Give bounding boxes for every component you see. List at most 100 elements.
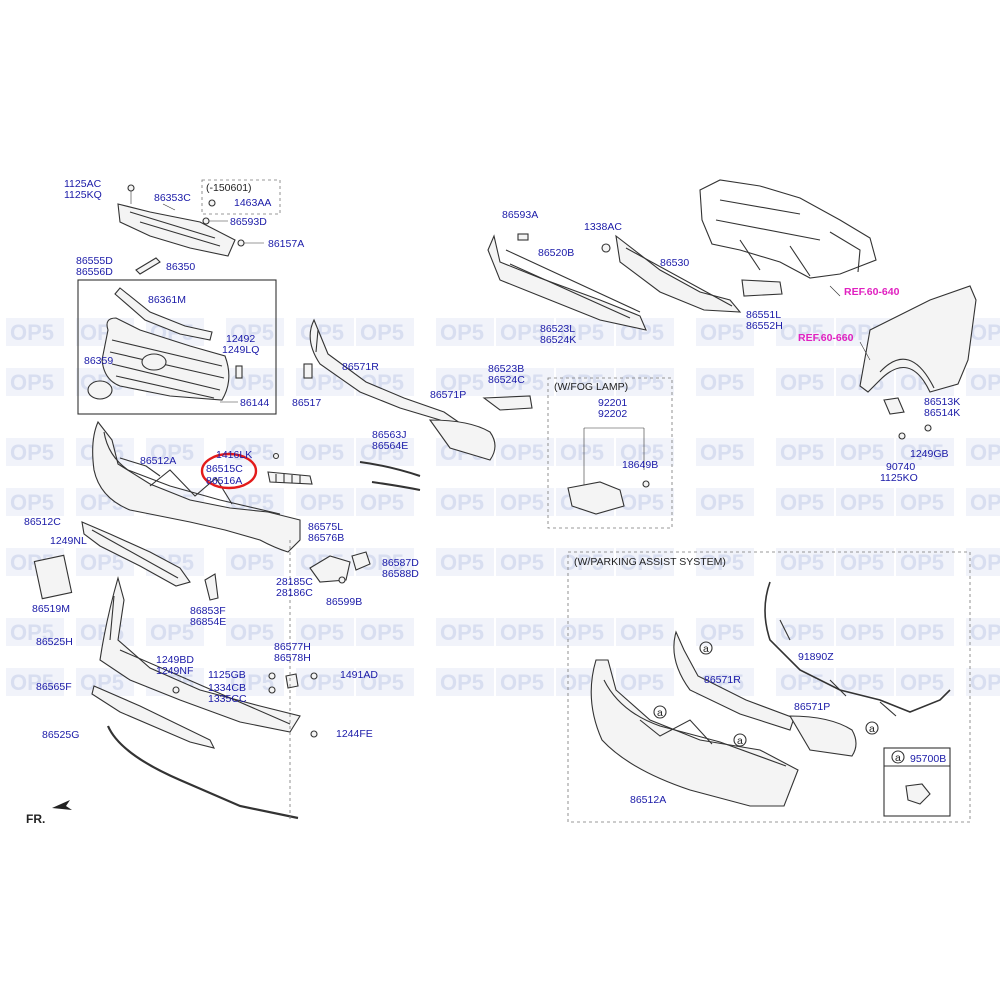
watermark-text: OP5 [970, 490, 1000, 515]
callout-a-2 [653, 705, 667, 719]
watermark-tile [836, 438, 894, 466]
watermark-tile [616, 488, 674, 516]
watermark-text: OP5 [440, 370, 484, 395]
watermark-tile [356, 318, 414, 346]
label-86854E: 86854E [190, 616, 226, 628]
label-86577H: 86577H [274, 641, 311, 653]
watermark-text: OP5 [500, 320, 544, 345]
watermark-text: OP5 [780, 440, 824, 465]
watermark-text: OP5 [10, 440, 54, 465]
bumper-86512A-pas [590, 659, 799, 807]
watermark-text: OP5 [500, 620, 544, 645]
part-labels: 1125AC 1125KQ 86353C (-150601) 1463AA 86… [24, 178, 960, 826]
parking-assist-box [567, 551, 971, 823]
watermark-tile [896, 618, 954, 646]
watermark-text: OP5 [560, 370, 604, 395]
watermark-text: OP5 [300, 670, 344, 695]
watermark-tile [226, 618, 284, 646]
label-86571P: 86571P [430, 389, 466, 401]
label-86524K: 86524K [540, 334, 576, 346]
callout-a-3 [733, 733, 747, 747]
label-86599B: 86599B [326, 596, 362, 608]
label-86512A-pas: 86512A [630, 794, 666, 806]
watermark-tile [966, 488, 1000, 516]
label-86157A: 86157A [268, 238, 304, 250]
bracket-86551L [741, 279, 783, 297]
watermark-tile [356, 618, 414, 646]
label-86525G: 86525G [42, 729, 79, 741]
callout-a-1 [699, 641, 713, 655]
watermark-text: OP5 [620, 370, 664, 395]
label-86552H: 86552H [746, 320, 783, 332]
watermark-text: OP5 [700, 370, 744, 395]
watermark-tile [356, 438, 414, 466]
watermark-text: OP5 [900, 490, 944, 515]
watermark-text: OP5 [10, 490, 54, 515]
molding-86571P [428, 419, 496, 461]
watermark-tile [776, 548, 834, 576]
watermark-tile [616, 668, 674, 696]
emblem-on-grille [141, 353, 167, 371]
label-86564E: 86564E [372, 440, 408, 452]
label-86512A: 86512A [140, 455, 176, 467]
watermark-tile [496, 318, 554, 346]
watermark-text: OP5 [560, 320, 604, 345]
label-90740: 90740 [886, 461, 915, 473]
watermark-text: OP5 [500, 490, 544, 515]
bolt-1125AC [127, 184, 135, 192]
watermark-tile [296, 618, 354, 646]
label-callout-a-1: a [703, 643, 709, 655]
watermark-tile [776, 438, 834, 466]
watermark-tile [6, 668, 64, 696]
label-callout-a-3: a [737, 735, 743, 747]
watermark-tile [696, 438, 754, 466]
label-front: FR. [26, 812, 45, 826]
label-1335CC: 1335CC [208, 693, 247, 705]
label-86571R-pas: 86571R [704, 674, 741, 686]
parking-sensor-icon [905, 783, 931, 805]
watermark-text: OP5 [970, 670, 1000, 695]
label-1125KQ: 1125KQ [64, 189, 102, 201]
label-86514K: 86514K [924, 407, 960, 419]
label-150601: (-150601) [206, 182, 252, 194]
watermark-tile [356, 668, 414, 696]
label-86513K: 86513K [924, 396, 960, 408]
watermark-tile [966, 438, 1000, 466]
watermark-text: OP5 [300, 440, 344, 465]
fog-lamp-box [547, 377, 673, 529]
label-fog-lamp: (W/FOG LAMP) [554, 381, 628, 393]
watermark-tile [896, 488, 954, 516]
watermark-text: OP5 [900, 440, 944, 465]
watermark-tile [6, 368, 64, 396]
watermark-text: OP5 [300, 620, 344, 645]
watermark-tile [226, 318, 284, 346]
watermark-tile [696, 488, 754, 516]
watermark-tile [496, 668, 554, 696]
watermark-text: OP5 [560, 440, 604, 465]
label-86525H: 86525H [36, 636, 73, 648]
label-1491AD: 1491AD [340, 669, 378, 681]
emblem-86359 [87, 380, 113, 400]
watermark-text: OP5 [780, 550, 824, 575]
label-86144: 86144 [240, 397, 269, 409]
watermark-tile [296, 318, 354, 346]
watermark-text: OP5 [440, 320, 484, 345]
watermark-tile [556, 548, 614, 576]
cover-86575L [309, 555, 351, 583]
watermark-text: OP5 [150, 620, 194, 645]
bracket-86555D [135, 257, 161, 275]
lip-86525G [106, 725, 299, 820]
watermark-tile [896, 548, 954, 576]
watermark-text: OP5 [10, 370, 54, 395]
label-ref-60-660: REF.60-660 [798, 332, 854, 344]
label-1249NF: 1249NF [156, 665, 193, 677]
watermark-tile [896, 438, 954, 466]
watermark-text: OP5 [900, 620, 944, 645]
watermark-tile [496, 618, 554, 646]
watermark-tile [6, 438, 64, 466]
label-86587D: 86587D [382, 557, 419, 569]
label-86515C: 86515C [206, 463, 243, 475]
watermark-text: OP5 [970, 370, 1000, 395]
